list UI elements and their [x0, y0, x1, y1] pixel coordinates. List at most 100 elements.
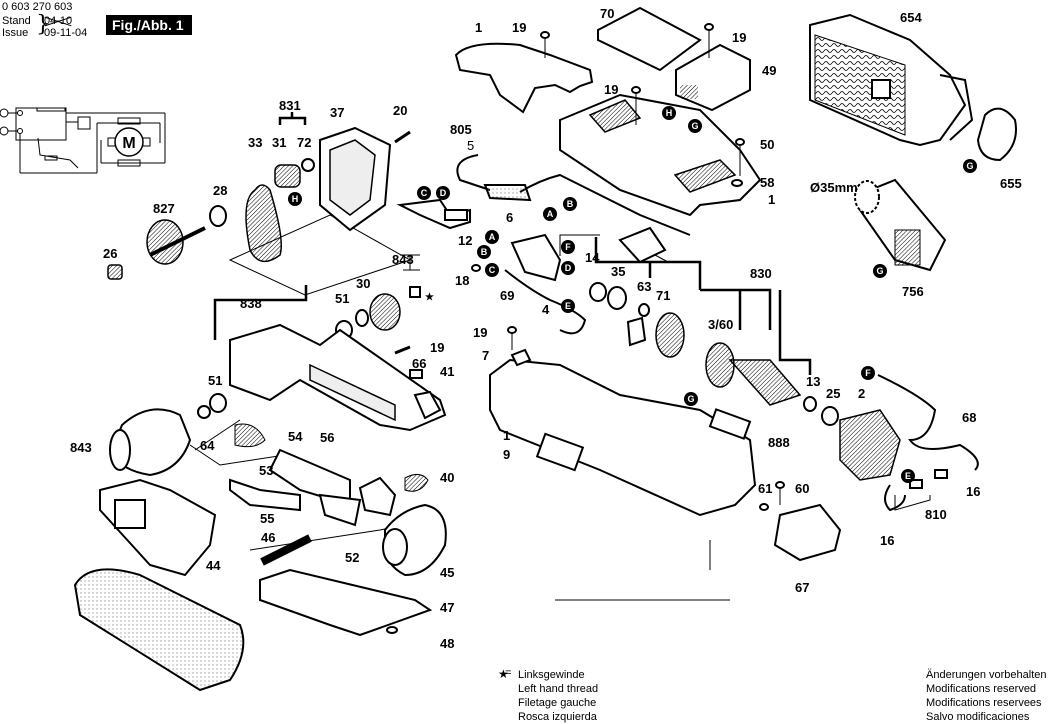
revision-labels: Stand Issue — [2, 15, 31, 39]
legend: ★ Linksgewinde Left hand thread Filetage… — [498, 667, 598, 724]
note-line: Modifications reservees — [926, 697, 1042, 709]
label-37: 37 — [330, 105, 344, 120]
label-20: 20 — [393, 103, 407, 118]
label-1: 1 — [768, 192, 775, 207]
connector-G3: G — [873, 264, 887, 278]
svg-text:A: A — [547, 209, 554, 219]
label-46: 46 — [261, 530, 275, 545]
revision-values: 04-10 09-11-04 — [44, 15, 87, 39]
armature-assembly — [589, 282, 839, 426]
label-30: 30 — [356, 276, 370, 291]
label-3-60: 3/60 — [708, 317, 733, 332]
stand-label: Stand — [2, 15, 31, 27]
legend-line: Linksgewinde — [518, 669, 585, 681]
connector-G4: G — [684, 392, 698, 406]
label-6: 6 — [506, 210, 513, 225]
label-26: 26 — [103, 246, 117, 261]
note-line: Salvo modificaciones — [926, 711, 1030, 723]
svg-text:C: C — [421, 188, 428, 198]
label-55: 55 — [260, 511, 274, 526]
connector-A: A — [543, 207, 557, 221]
modification-notes: Änderungen vorbehalten Modifications res… — [926, 668, 1046, 724]
label-830: 830 — [750, 266, 772, 281]
figure-label: Fig./Abb. 1 — [106, 15, 192, 35]
label-33: 33 — [248, 135, 262, 150]
label-838: 838 — [240, 296, 262, 311]
wiring-schematic: M — [0, 107, 166, 174]
power-cord — [456, 154, 691, 264]
label-19: 19 — [512, 20, 526, 35]
label-40: 40 — [440, 470, 454, 485]
label-28: 28 — [213, 183, 227, 198]
label-49: 49 — [762, 63, 776, 78]
svg-text:E: E — [565, 301, 571, 311]
svg-text:C: C — [489, 265, 496, 275]
label-19: 19 — [430, 340, 444, 355]
connector-H: H — [288, 192, 302, 206]
label-655: 655 — [1000, 176, 1022, 191]
issue-label: Issue — [2, 27, 29, 39]
svg-text:B: B — [567, 199, 574, 209]
label-58: 58 — [760, 175, 774, 190]
label-64: 64 — [200, 438, 215, 453]
svg-text:B: B — [481, 247, 488, 257]
stand-value-struck: 04-10 — [44, 15, 73, 27]
svg-text:F: F — [865, 368, 871, 378]
connector-E: E — [561, 299, 575, 313]
label-827: 827 — [153, 201, 175, 216]
svg-text:A: A — [489, 232, 496, 242]
label-888: 888 — [768, 435, 790, 450]
label-54: 54 — [288, 429, 303, 444]
dust-box — [809, 13, 1017, 272]
label-67: 67 — [795, 580, 809, 595]
connector-D: D — [436, 186, 450, 200]
connector-G2: G — [963, 159, 977, 173]
label-756: 756 — [902, 284, 924, 299]
base-frame — [197, 323, 447, 432]
label-71: 71 — [656, 288, 670, 303]
label-41: 41 — [440, 364, 454, 379]
label-19: 19 — [473, 325, 487, 340]
connector-C2: C — [485, 263, 499, 277]
label-1: 1 — [503, 428, 510, 443]
label-18: 18 — [455, 273, 469, 288]
document-number: 0 603 270 603 — [2, 1, 73, 13]
label-7: 7 — [482, 348, 489, 363]
label-2: 2 — [858, 386, 865, 401]
label-843: 843 — [392, 252, 414, 267]
label-61: 61 — [758, 481, 772, 496]
label-805: 805 — [450, 122, 472, 137]
label-4: 4 — [542, 302, 550, 317]
connector-B: B — [563, 197, 577, 211]
svg-text:D: D — [565, 263, 572, 273]
connector-H2: H — [662, 106, 676, 120]
svg-text:G: G — [691, 121, 698, 131]
label-19: 19 — [732, 30, 746, 45]
motor-housing — [489, 326, 757, 517]
label-14: 14 — [585, 250, 600, 265]
handle-part — [454, 31, 594, 114]
label-44: 44 — [206, 558, 221, 573]
label-53: 53 — [259, 463, 273, 478]
label-68: 68 — [962, 410, 976, 425]
label-60: 60 — [795, 481, 809, 496]
top-housing — [559, 6, 762, 217]
connector-F: F — [561, 240, 575, 254]
svg-text:F: F — [565, 242, 571, 252]
label-63: 63 — [637, 279, 651, 294]
label-35: 35 — [611, 264, 625, 279]
label-72: 72 — [297, 135, 311, 150]
label-diameter: Ø35mm — [810, 180, 858, 195]
label-654: 654 — [900, 10, 922, 25]
label-25: 25 — [826, 386, 840, 401]
label-843: 843 — [70, 440, 92, 455]
label-69: 69 — [500, 288, 514, 303]
label-12: 12 — [458, 233, 472, 248]
label-52: 52 — [345, 550, 359, 565]
legend-line: Filetage gauche — [518, 697, 597, 709]
label-1: 1 — [475, 20, 482, 35]
svg-text:E: E — [905, 471, 911, 481]
connector-A2: A — [485, 230, 499, 244]
legend-line: Rosca izquierda — [518, 711, 597, 723]
